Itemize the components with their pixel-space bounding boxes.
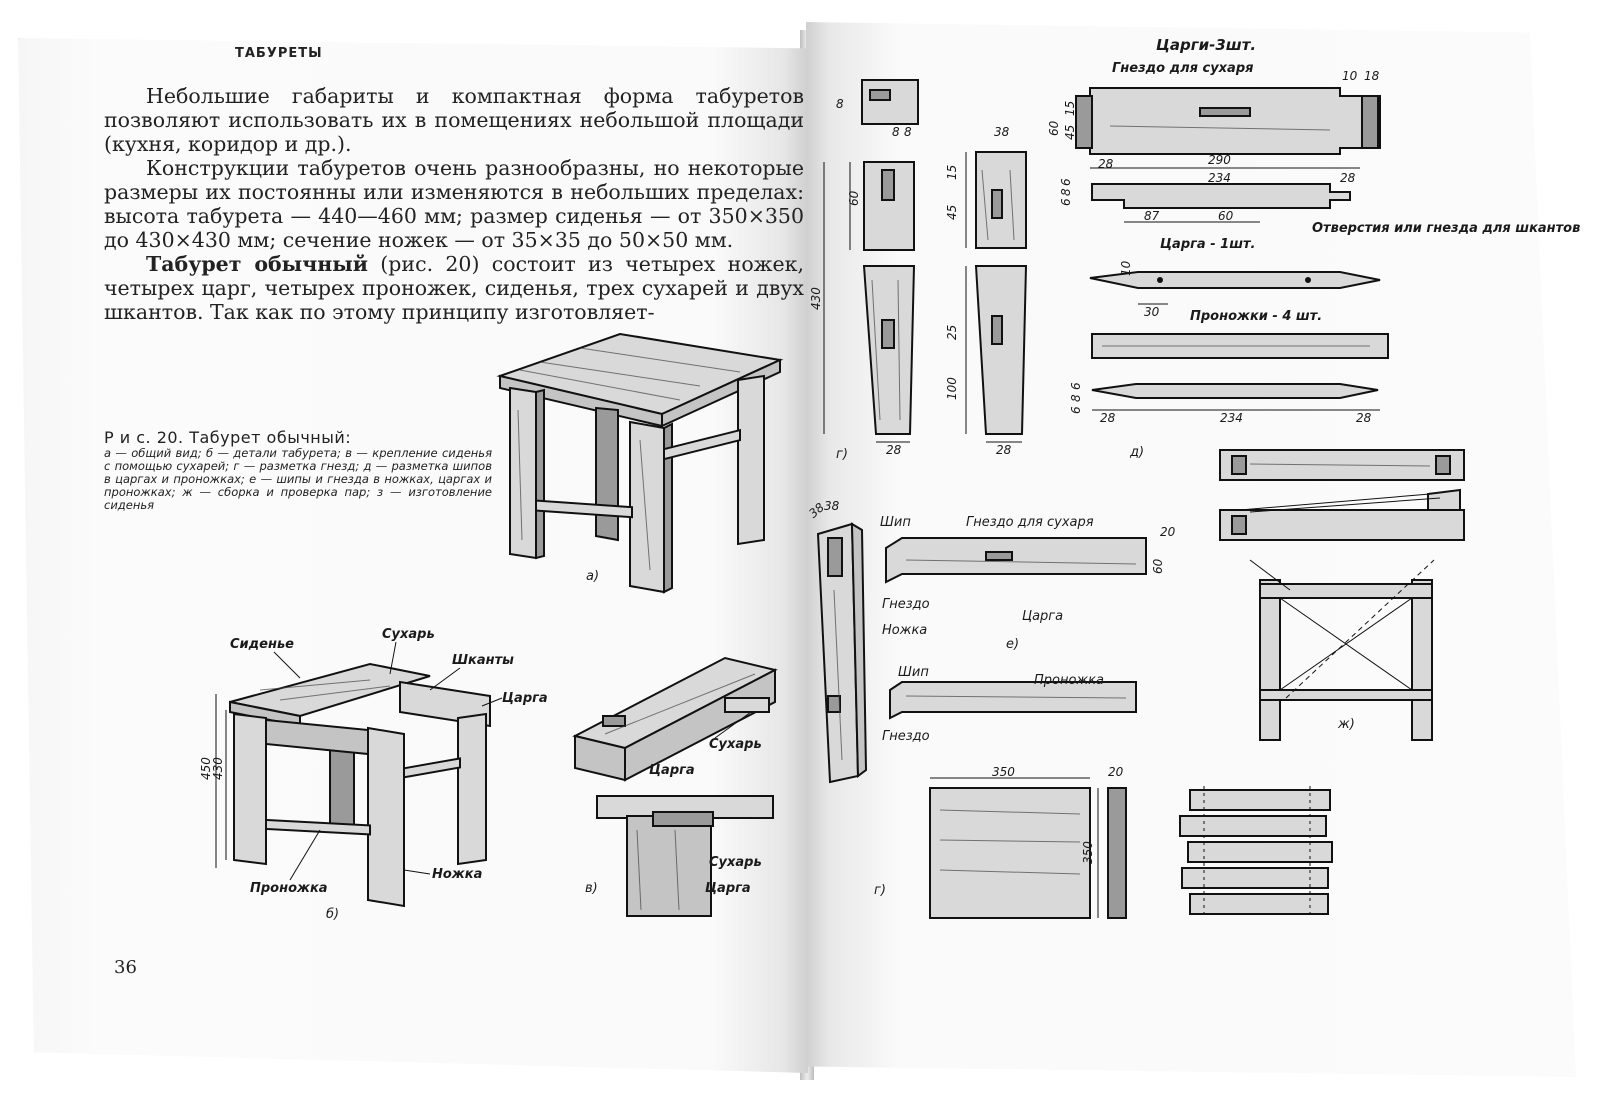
figure-g-leg-marking: 8 8 8 60 430 28 38 15 45 25 100 28 г) [809,79,1028,462]
paragraph-2: Конструкции табуретов очень разнообразны… [104,156,804,252]
label-mortise-2: Гнездо [882,729,930,744]
dim-d-234b: 234 [1220,411,1243,425]
dim-e-60: 60 [1151,558,1165,574]
figure-a-letter: а) [586,569,599,584]
figure-b-stool-parts: 450 430 Сиденье Сухарь Шканты Царга Прон… [199,627,548,922]
label-leg-e: Ножка [882,623,927,638]
running-head: ТАБУРЕТЫ [235,46,323,61]
label-cleat-top: Сухарь [709,737,762,752]
paragraph-3: Табурет обычный (рис. 20) состоит из чет… [104,252,804,324]
dim-g1-60: 60 [847,190,861,206]
dim-430: 430 [211,757,225,780]
label-stretcher-e: Проножка [1034,673,1104,688]
figure-g1-letter: г) [836,447,848,462]
page-number: 36 [114,957,137,978]
dim-d-30: 30 [1144,305,1160,319]
label-stretchers: Проножки - 4 шт. [1190,309,1322,324]
dim-d-10b: 10 [1119,260,1133,276]
dim-d-15: 15 [1063,101,1077,116]
figure-caption: Р и с. 20. Табурет обычный: а — общий ви… [104,428,492,512]
figure-d-rail-marking: Царги-3шт. Гнездо для сухаря 15 60 45 10… [1047,36,1580,460]
label-seat: Сиденье [230,637,294,652]
dim-d-6d: 6 [1069,382,1083,390]
dim-g1-8a: 8 [836,97,844,111]
dim-e-20: 20 [1160,525,1176,539]
label-stretcher: Проножка [250,881,328,896]
figure-d-letter: д) [1129,445,1144,460]
dim-g2-350a: 350 [992,765,1015,779]
label-rail-bottom: Царга [705,881,751,896]
caption-title: Р и с. 20. Табурет обычный: [104,428,352,447]
label-rail-e: Царга [1022,609,1063,624]
figure-v-letter: в) [585,881,598,896]
label-rail-one: Царга - 1шт. [1160,237,1255,252]
dim-d-18: 18 [1364,69,1380,83]
dim-d-10: 10 [1342,69,1358,83]
figure-e-letter: е) [1006,637,1019,652]
caption-body: а — общий вид; б — детали табурета; в — … [104,446,492,512]
figure-a-stool: а) [496,332,784,594]
dim-d-290: 290 [1208,153,1231,167]
dim-d-6a: 6 [1059,198,1073,206]
label-cleat: Сухарь [382,627,435,642]
dim-g1-25: 25 [945,325,959,340]
label-rail-top: Царга [649,763,695,778]
figure-zh-letter: ж) [1337,717,1355,732]
dim-g1-8c: 8 [904,125,912,139]
dim-d-6b: 6 [1059,178,1073,186]
dim-d-28a: 28 [1098,157,1114,171]
label-leg: Ножка [432,867,482,882]
body-text: Небольшие габариты и компактная форма та… [104,84,804,324]
label-tenon-2: Шип [898,665,929,680]
label-rails-count: Царги-3шт. [1156,36,1256,54]
figure-g2-letter: г) [874,883,886,898]
dim-g1-28a: 28 [886,443,902,457]
dim-g1-100: 100 [945,377,959,400]
dim-d-87: 87 [1144,209,1160,223]
paragraph-3-rest: (рис. 20) состоит из четырех ножек, четы… [104,252,804,324]
dim-d-60b: 60 [1218,209,1234,223]
figure-e-tenons: 38 38 Шип Гнездо для сухаря 20 60 Гнездо… [806,499,1176,784]
dim-g2-20: 20 [1108,765,1124,779]
dim-d-28c: 28 [1100,411,1116,425]
dim-g1-430: 430 [809,287,823,310]
dim-g1-15: 15 [945,165,959,180]
dim-d-8a: 8 [1059,188,1073,196]
dim-d-28b: 28 [1340,171,1356,185]
label-mortise-1: Гнездо [882,597,930,612]
dim-d-28d: 28 [1356,411,1372,425]
figure-g-seat: 350 20 350 г) [874,765,1333,919]
dim-d-8b: 8 [1069,394,1083,402]
label-holes: Отверстия или гнезда для шкантов [1312,221,1580,236]
dim-d-45: 45 [1063,125,1077,140]
dim-g1-38: 38 [994,125,1010,139]
dim-e-38a: 38 [824,499,840,513]
figure-zh-assembly: ж) [1219,449,1465,741]
paragraph-1: Небольшие габариты и компактная форма та… [104,84,804,156]
label-cleat-bottom: Сухарь [709,855,762,870]
dim-g1-45: 45 [945,205,959,220]
label-socket-e: Гнездо для сухаря [966,515,1094,530]
label-socket-d: Гнездо для сухаря [1112,61,1253,76]
dim-g2-350b: 350 [1081,841,1095,864]
dim-d-60: 60 [1047,120,1061,136]
paragraph-3-bold: Табурет обычный [146,252,368,276]
dim-g1-28b: 28 [996,443,1012,457]
dim-d-6c: 6 [1069,406,1083,414]
label-tenon-1: Шип [880,515,911,530]
figure-v-joints: Сухарь Царга Сухарь Царга в) [572,656,778,917]
figure-b-letter: б) [326,907,339,922]
label-holes-text: Отверстия или гнезда для шкантов [1312,221,1580,236]
dim-450: 450 [199,757,213,780]
dim-g1-8b: 8 [892,125,900,139]
dim-d-234: 234 [1208,171,1231,185]
label-dowels: Шканты [452,653,514,668]
label-rail: Царга [502,691,548,706]
